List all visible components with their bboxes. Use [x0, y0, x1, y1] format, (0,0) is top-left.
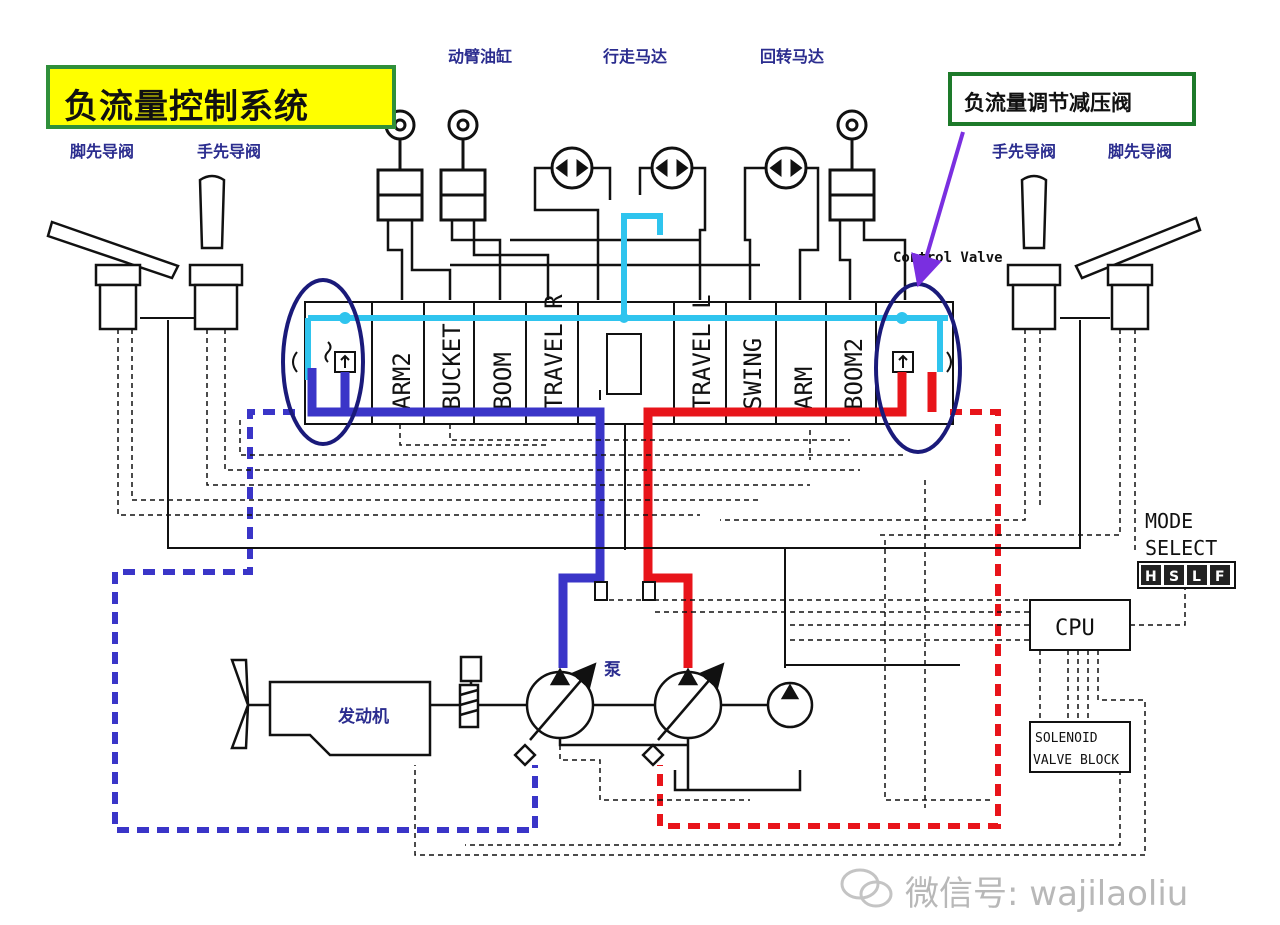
cpu-label: CPU	[1055, 616, 1095, 641]
regulator-pointer-arrow	[911, 131, 965, 288]
spool-arm: ARM	[790, 367, 818, 410]
left-hand-pilot-label: 手先导阀	[197, 142, 261, 161]
center-spool	[606, 333, 642, 395]
solenoid-line2: VALVE BLOCK	[1033, 753, 1119, 768]
left-pilot-valves	[46, 174, 244, 331]
pilot-dashed-lines	[117, 329, 1186, 856]
engine-label: 发动机	[337, 706, 389, 727]
regulator-callout: 负流量调节减压阀	[948, 72, 1196, 126]
swing-motor-label: 回转马达	[760, 47, 824, 66]
solenoid-valve-block: SOLENOID VALVE BLOCK	[1029, 721, 1131, 773]
pilot-supply-lines	[140, 317, 1110, 668]
solenoid-line1: SOLENOID	[1035, 731, 1098, 746]
watermark: 微信号: wajilaoliu	[905, 874, 1189, 914]
left-pump-line	[307, 368, 605, 668]
pressure-sensors	[594, 581, 656, 601]
right-pilot-valves	[1006, 174, 1202, 331]
control-valve-block	[304, 301, 954, 425]
pump-regulator-solenoid	[459, 655, 483, 683]
right-pump-line	[643, 372, 937, 668]
cylinder-group	[376, 109, 876, 222]
mode-button-f[interactable]: F	[1210, 565, 1230, 585]
svg-text:L: L	[1192, 569, 1201, 585]
pilot-pump	[766, 681, 814, 729]
right-hand-pilot-label: 手先导阀	[992, 142, 1056, 161]
left-negative-flow-pilot	[112, 409, 538, 833]
engine-body	[268, 680, 432, 757]
wechat-icon	[840, 868, 893, 908]
right-negative-flow-pilot	[657, 409, 1001, 829]
spool-boom2: BOOM2	[840, 338, 868, 410]
spool-arm2: ARM2	[388, 352, 416, 410]
regulator-callout-label: 负流量调节减压阀	[964, 91, 1132, 115]
right-foot-pilot-label: 脚先导阀	[1108, 142, 1172, 161]
actuator-lines	[386, 166, 907, 300]
mode-button-h[interactable]: H	[1141, 565, 1161, 585]
spool-travel-r: TRAVEL R	[540, 294, 568, 410]
mode-select-line1: MODE	[1145, 509, 1193, 533]
svg-text:H: H	[1145, 569, 1157, 585]
cpu-box: CPU	[1029, 599, 1131, 651]
pump-group	[513, 662, 814, 767]
control-valve-label: Control Valve	[893, 250, 1003, 266]
spool-boom: BOOM	[489, 352, 517, 410]
pump-label: 泵	[604, 660, 621, 680]
mode-select: MODE SELECT H S L F	[1137, 509, 1236, 589]
coupling	[458, 683, 480, 729]
spool-labels: ARM2 BUCKET BOOM TRAVEL R TRAVEL L SWING…	[388, 294, 868, 410]
page-title: 负流量控制系统	[64, 87, 309, 127]
mode-button-s[interactable]: S	[1164, 565, 1184, 585]
title-box: 负流量控制系统	[46, 65, 396, 129]
spool-swing: SWING	[739, 338, 767, 410]
tank-line	[558, 738, 802, 792]
mode-select-line2: SELECT	[1145, 536, 1217, 560]
left-foot-pilot-label: 脚先导阀	[70, 142, 134, 161]
svg-text:S: S	[1169, 569, 1179, 585]
mode-button-l[interactable]: L	[1187, 565, 1207, 585]
spool-travel-l: TRAVEL L	[688, 294, 716, 410]
motor-group	[550, 146, 808, 190]
boom-cylinder-label: 动臂油缸	[448, 47, 512, 66]
engine-assembly	[230, 655, 530, 757]
travel-motor-label: 行走马达	[602, 47, 667, 66]
spool-bucket: BUCKET	[438, 323, 466, 410]
svg-text:F: F	[1215, 569, 1225, 585]
left-regulator-highlight	[281, 278, 365, 446]
